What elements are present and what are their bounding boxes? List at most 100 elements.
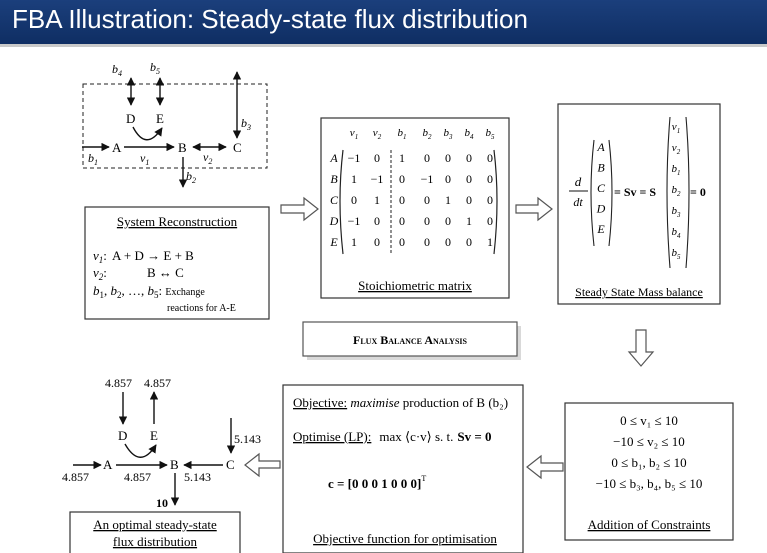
matrix-cell: 1 [374, 193, 380, 207]
flux-v2: v2 [672, 142, 681, 156]
sol-arrow-D-to-E [124, 443, 157, 458]
matrix-cell: 1 [487, 235, 493, 249]
matrix-left-bracket [339, 149, 344, 255]
mass-balance-frame [557, 103, 721, 305]
matrix-cell: 0 [487, 172, 493, 186]
matrix-cell: 1 [466, 214, 472, 228]
matrix-frame [320, 117, 510, 299]
matrix-col-b3: b3 [444, 127, 454, 141]
metabolite-D: D [596, 202, 606, 216]
flux-right-bracket [685, 116, 690, 269]
matrix-cell: 0 [487, 151, 493, 165]
metabolite-B: B [597, 161, 605, 175]
node-E: E [156, 111, 164, 126]
sol-node-D: D [118, 428, 127, 443]
flow-arrow-down [627, 329, 655, 367]
solution-network: 4.857 4.857 D E A B C 4.857 4.857 5.143 … [62, 376, 261, 553]
matrix-row-C: C [330, 193, 339, 207]
constraints-frame [564, 402, 734, 541]
metab-right-bracket [608, 139, 613, 247]
matrix-row-D: D [329, 214, 339, 228]
label-b5: b5 [150, 60, 160, 76]
derivative-dt: dt [573, 195, 583, 209]
matrix-cell: 1 [399, 151, 405, 165]
reaction-v2: v2:B ↔ C [93, 265, 184, 282]
matrix-cell: 0 [487, 193, 493, 207]
exchange-reactions: b1, b2, …, b5: Exchange [93, 283, 205, 300]
matrix-cell: 0 [399, 235, 405, 249]
sol-node-C: C [226, 457, 235, 472]
label-b2: b2 [186, 169, 196, 185]
mass-balance-caption: Steady State Mass balance [575, 285, 703, 299]
system-boundary [82, 83, 268, 169]
value-b5: 4.857 [144, 376, 171, 390]
node-B: B [178, 140, 187, 155]
label-b4: b4 [112, 62, 122, 78]
metabolite-C: C [597, 181, 606, 195]
matrix-cell: 0 [445, 235, 451, 249]
mass-balance-eq: = Sv = S [614, 185, 656, 199]
matrix-cell: 0 [424, 193, 430, 207]
matrix-cell: 0 [424, 235, 430, 249]
reconstruction-heading: System Reconstruction [117, 214, 238, 229]
sol-node-A: A [103, 457, 113, 472]
flow-arrow-3 [526, 454, 564, 480]
matrix-cell: −1 [421, 172, 434, 186]
matrix-cell: 0 [399, 172, 405, 186]
matrix-cell: −1 [348, 151, 361, 165]
network-top: b4 b5 b3 D E A B C b1 v1 v2 b2 [82, 60, 268, 188]
matrix-cell: 0 [466, 235, 472, 249]
matrix-col-b5: b5 [486, 127, 496, 141]
value-b4: 4.857 [105, 376, 132, 390]
matrix-cell: 1 [351, 235, 357, 249]
flux-left-bracket [666, 116, 671, 269]
value-b3: 5.143 [234, 432, 261, 446]
slide-title: FBA Illustration: Steady-state flux dist… [12, 4, 528, 34]
objective-line: Objective: maximise production of B (b₂) [293, 395, 508, 410]
reaction-v1: v1:A + D → E + B [93, 248, 194, 265]
node-A: A [112, 140, 122, 155]
equals-zero: = 0 [690, 185, 706, 199]
exchange-note: reactions for A-E [167, 303, 236, 314]
matrix-cell: 0 [487, 214, 493, 228]
matrix-cell: 0 [466, 193, 472, 207]
label-v2: v2 [203, 150, 212, 166]
matrix-cell: 0 [374, 214, 380, 228]
flow-arrow-1 [280, 196, 319, 222]
matrix-col-b4: b4 [465, 127, 475, 141]
fba-label: Flux Balance Analysis [353, 333, 468, 347]
objective-box: Objective: maximise production of B (b₂)… [282, 384, 524, 553]
matrix-cell: 0 [424, 214, 430, 228]
flux-b5: b5 [672, 247, 682, 261]
matrix-cell: 1 [445, 193, 451, 207]
objective-caption: Objective function for optimisation [313, 531, 497, 546]
value-b2: 10 [156, 496, 168, 510]
arrow-D-to-E [132, 126, 163, 141]
constraints-box: 0 ≤ v₁ ≤ 10 −10 ≤ v₂ ≤ 10 0 ≤ b₁, b₂ ≤ 1… [564, 402, 734, 541]
flux-b3: b3 [672, 205, 682, 219]
solution-caption-1: An optimal steady-state [93, 517, 217, 532]
label-b1: b1 [88, 151, 98, 167]
reconstruction-frame [84, 206, 270, 320]
matrix-cell: −1 [348, 214, 361, 228]
sol-node-B: B [170, 457, 179, 472]
label-v1: v1 [140, 151, 149, 167]
matrix-cell: 0 [445, 214, 451, 228]
constraint-2: −10 ≤ v₂ ≤ 10 [613, 434, 685, 449]
metabolite-A: A [596, 140, 605, 154]
matrix-cell: 0 [466, 172, 472, 186]
flux-v1: v1 [672, 121, 680, 135]
matrix-col-b2: b2 [423, 127, 433, 141]
flux-b2: b2 [672, 184, 682, 198]
matrix-cell: 0 [374, 235, 380, 249]
node-D: D [126, 111, 135, 126]
metab-left-bracket [590, 139, 595, 247]
matrix-cell: 0 [466, 151, 472, 165]
matrix-caption: Stoichiometric matrix [358, 278, 472, 293]
solution-caption-2: flux distribution [113, 534, 198, 549]
value-b1: 4.857 [62, 470, 89, 484]
matrix-cell: 0 [399, 214, 405, 228]
matrix-cell: −1 [371, 172, 384, 186]
